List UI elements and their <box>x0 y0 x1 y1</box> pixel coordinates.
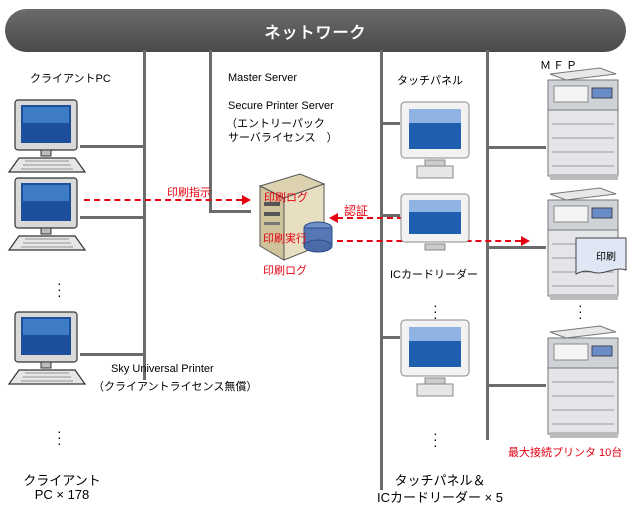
client-connector-2 <box>80 216 145 219</box>
print-command-label: 印刷指示 <box>167 187 211 199</box>
server-license-line2: サーバライセンス ） <box>228 132 338 144</box>
mfp-connector-3 <box>486 384 546 387</box>
panel-ellipsis: ··· <box>433 425 438 453</box>
server-connector <box>209 210 251 213</box>
network-bar: ネットワーク <box>5 9 626 52</box>
client-pc-icon <box>7 177 87 251</box>
auth-label: 認証 <box>344 204 369 218</box>
max-printers-label: 最大接続プリンタ 10台 <box>508 447 623 459</box>
mfp-backbone-line <box>486 50 489 440</box>
client-license-label: （クライアントライセンス無償） <box>93 381 258 393</box>
client-pc-title: クライアントPC <box>30 73 111 85</box>
auth-arrow-line <box>337 217 403 219</box>
print-execute-arrowhead <box>521 236 530 246</box>
client-ellipsis: ··· <box>57 275 62 303</box>
server-license-line1: （エントリーパック <box>226 118 325 130</box>
network-label: ネットワーク <box>264 24 367 42</box>
client-connector-3 <box>80 353 145 356</box>
print-execute-label: 印刷実行 <box>263 233 307 245</box>
print-command-arrowhead <box>242 195 251 205</box>
printed-document-label: 印刷 <box>596 252 616 263</box>
master-server-title: Master Server <box>228 72 298 84</box>
client-pc-icon <box>7 311 87 385</box>
sky-universal-printer-label: Sky Universal Printer <box>111 363 214 375</box>
print-log-label-bottom: 印刷ログ <box>263 265 307 277</box>
printed-document-icon <box>575 237 627 275</box>
print-command-arrow-line <box>84 199 242 201</box>
touch-panel-icon <box>400 101 470 179</box>
secure-printer-server-label: Secure Printer Server <box>228 100 334 112</box>
client-connector-1 <box>80 145 145 148</box>
client-backbone-line <box>143 50 146 380</box>
panel-connector-3 <box>380 336 400 339</box>
touch-panel-title: タッチパネル <box>397 75 463 87</box>
auth-arrowhead <box>329 213 338 223</box>
ic-card-reader-label: ICカードリーダー <box>390 269 478 281</box>
panel-connector-1 <box>380 122 400 125</box>
print-log-label-top: 印刷ログ <box>264 192 308 204</box>
mfp-connector-2 <box>486 246 546 249</box>
client-count-line1: クライアント <box>23 473 101 488</box>
touch-panel-count-line2: ICカードリーダー × 5 <box>376 490 504 505</box>
panel-ellipsis: ··· <box>433 297 438 325</box>
mfp-printer-icon <box>547 67 619 180</box>
mfp-printer-icon <box>547 325 619 438</box>
client-ellipsis: ··· <box>57 423 62 451</box>
mfp-title: ＭＦＰ <box>540 60 579 72</box>
panel-connector-2 <box>380 214 400 217</box>
client-count-line2: PC × 178 <box>34 487 90 502</box>
server-tower-icon <box>258 173 333 261</box>
touch-panel-icon <box>400 319 470 397</box>
touch-panel-count-line1: タッチパネル＆ <box>394 473 486 488</box>
mfp-connector-1 <box>486 146 546 149</box>
touch-panel-icon <box>400 193 470 251</box>
server-backbone-line <box>209 50 212 213</box>
panel-backbone-line <box>380 50 383 490</box>
client-pc-icon <box>7 99 87 173</box>
mfp-ellipsis: ··· <box>578 297 583 325</box>
